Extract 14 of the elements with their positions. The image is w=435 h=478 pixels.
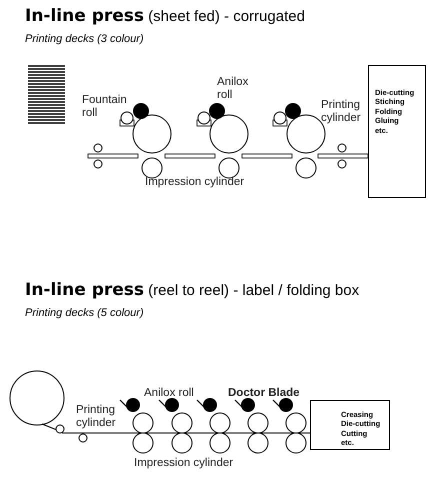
part-label: Fountain roll (82, 94, 124, 120)
part-label: Printing cylinder (321, 99, 362, 126)
process-box (310, 400, 390, 450)
part-label: Impression cylinder (145, 176, 244, 190)
section-heading: In-line press (sheet fed) - corrugated (25, 7, 305, 27)
part-label: Doctor Blade (228, 387, 300, 400)
part-label: Printing cylinder (76, 404, 117, 430)
process-box (368, 65, 426, 198)
section-heading: In-line press (reel to reel) - label / folding box (25, 281, 360, 301)
part-label: Anilox roll (217, 76, 250, 102)
part-label: Anilox roll (144, 387, 194, 400)
section-subtitle: Printing decks (5 colour) (25, 307, 144, 320)
part-label: Impression cylinder (134, 457, 234, 470)
section-subtitle: Printing decks (3 colour) (25, 33, 144, 46)
